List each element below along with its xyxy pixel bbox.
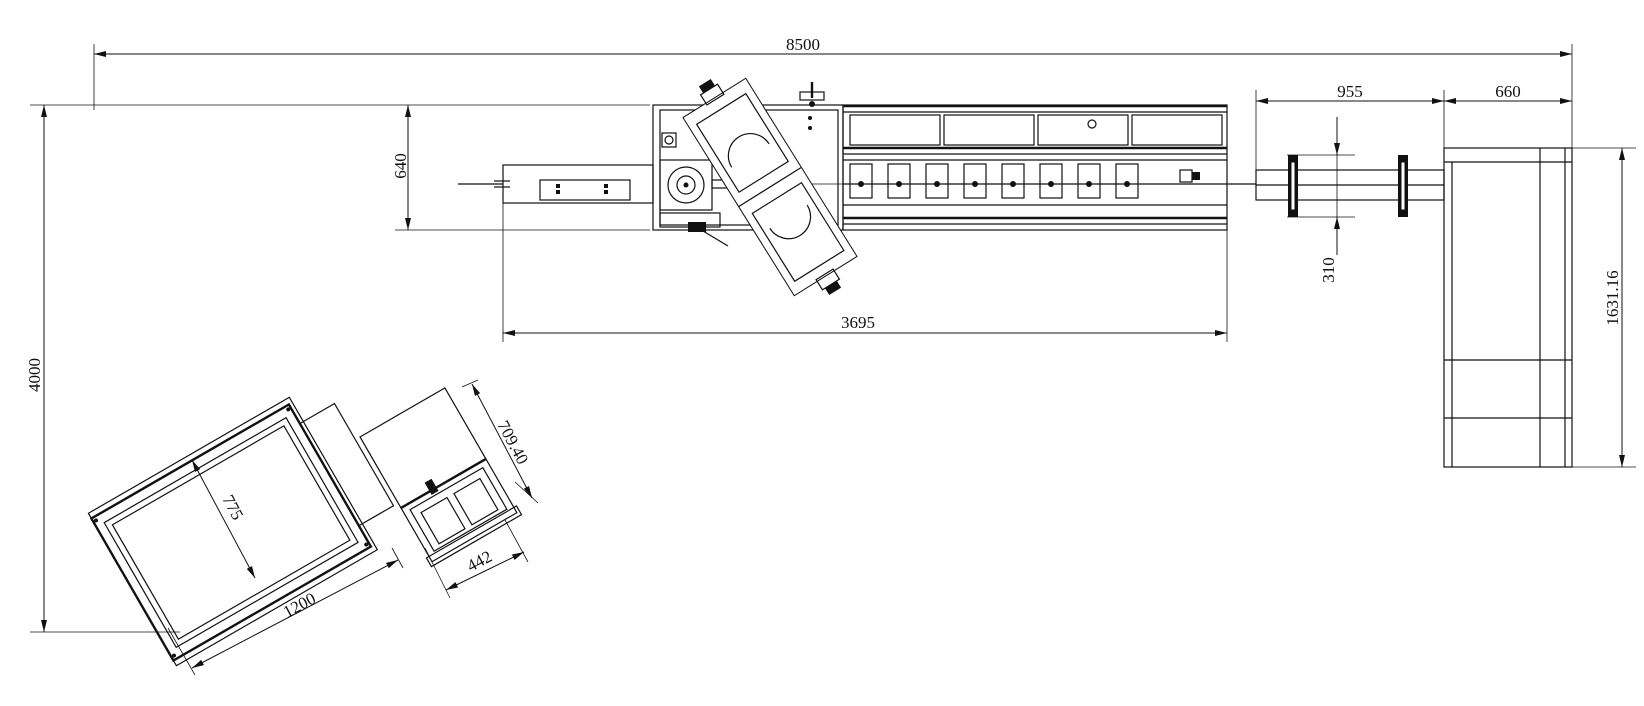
dimension-label-709-40: 709.40 xyxy=(493,417,532,467)
infeed-table xyxy=(458,164,654,204)
dimension-label-3695: 3695 xyxy=(841,313,875,332)
outfeed-table xyxy=(1443,147,1573,468)
dimension-label-955: 955 xyxy=(1337,82,1363,101)
dimension-label-660: 660 xyxy=(1495,82,1521,101)
dimension-outfeed-width: 660 xyxy=(1444,82,1572,104)
dimension-line-width: 640 xyxy=(391,105,650,231)
dimension-label-4000: 4000 xyxy=(25,358,44,392)
dimension-label-640: 640 xyxy=(391,153,410,179)
waste-bin: 775 1200 xyxy=(87,396,404,676)
dimension-label-1631-16: 1631.16 xyxy=(1603,270,1622,325)
main-machine-frame xyxy=(842,104,1256,231)
dimension-conveyor-length: 955 xyxy=(1255,82,1445,183)
dimension-line-length: 3695 xyxy=(502,200,1228,342)
dimension-label-8500: 8500 xyxy=(786,35,820,54)
dimension-overall-width: 4000 xyxy=(25,104,650,633)
dimension-conveyor-gap: 310 xyxy=(1287,117,1355,283)
outfeed-conveyor xyxy=(1255,155,1445,217)
dimension-label-1200: 1200 xyxy=(280,589,319,622)
dimension-label-442: 442 xyxy=(464,547,495,576)
dimension-outfeed-length: 1631.16 xyxy=(1560,147,1636,468)
angled-saw-head xyxy=(682,77,858,297)
dimension-overall-length: 8500 xyxy=(93,35,1573,150)
dimension-label-310: 310 xyxy=(1319,257,1338,283)
